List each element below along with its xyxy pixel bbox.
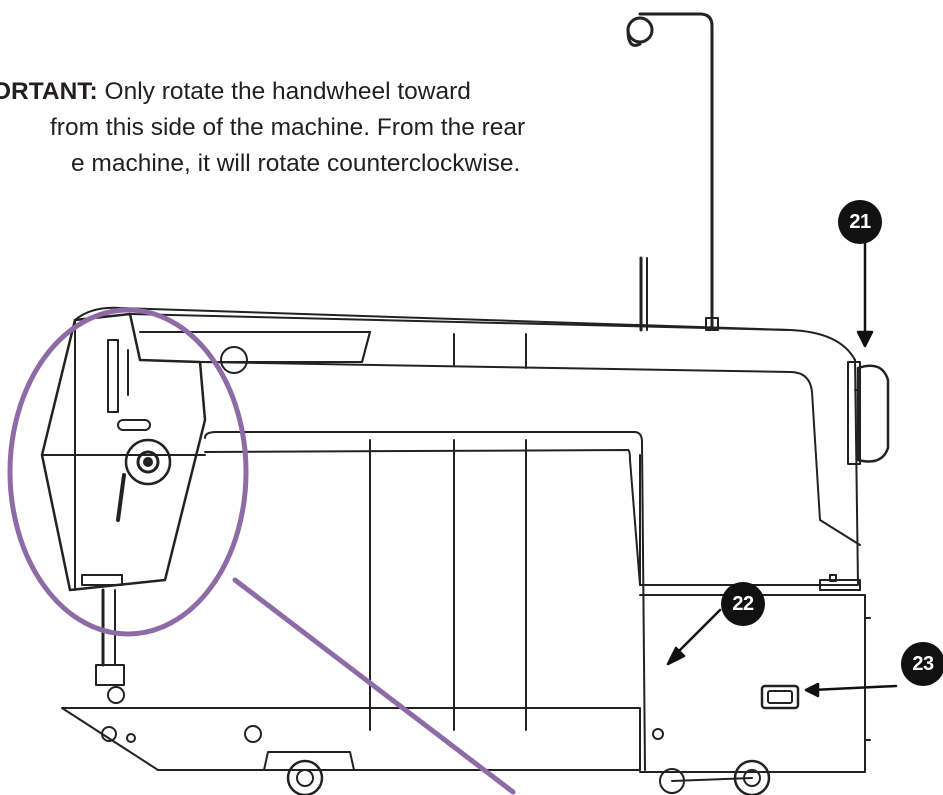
- callout-21: 21: [838, 200, 882, 244]
- highlight-circle: [7, 307, 516, 795]
- thread-stand: [626, 12, 719, 331]
- note-line-3: e machine, it will rotate counterclockwi…: [71, 150, 521, 177]
- callout-23: 23: [901, 642, 943, 686]
- serial-port: [760, 684, 800, 710]
- machine-head: [40, 312, 248, 704]
- callout-arrows: [666, 240, 898, 698]
- important-note: ORTANT: Only rotate the handwheel toward…: [0, 74, 632, 182]
- callout-22: 22: [721, 582, 765, 626]
- handwheel: [847, 361, 890, 465]
- machine-feet: [263, 751, 771, 795]
- spool-pin: [639, 256, 648, 332]
- note-line-1: ORTANT: Only rotate the handwheel toward: [0, 74, 632, 110]
- note-text-1: Only rotate the handwheel toward: [104, 78, 471, 105]
- note-line-2: from this side of the machine. From the …: [50, 114, 526, 141]
- upper-arm: [74, 306, 861, 546]
- note-label: ORTANT:: [0, 78, 98, 105]
